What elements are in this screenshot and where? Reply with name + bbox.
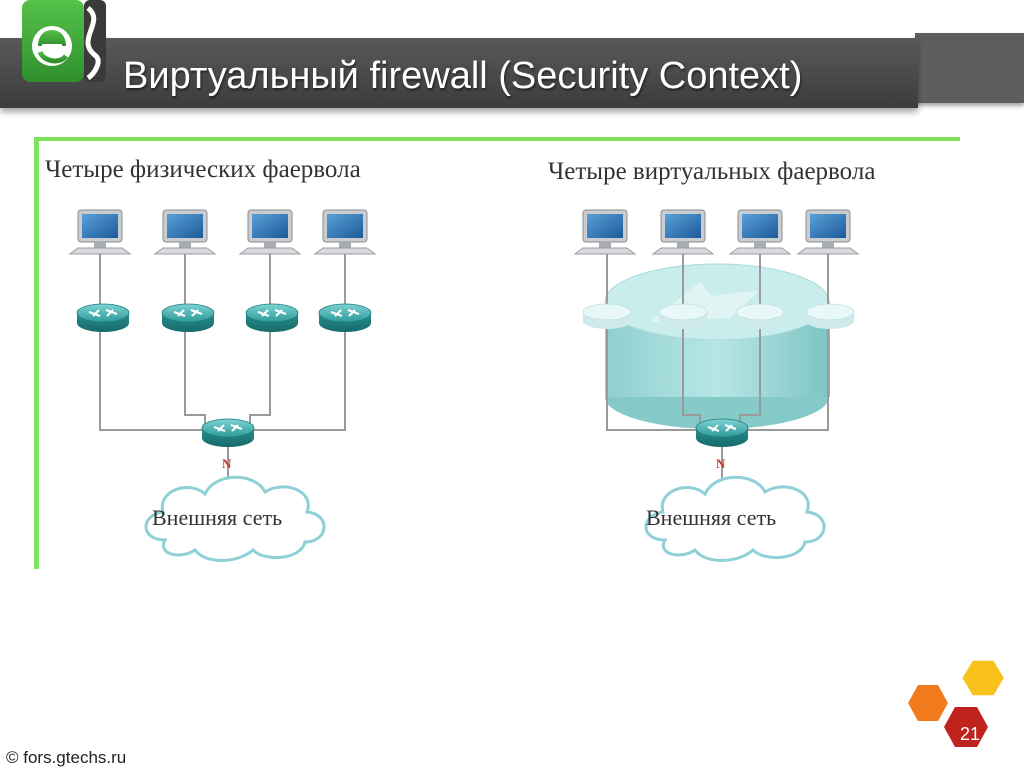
pc-icon [314, 209, 376, 255]
firewall-icon [76, 303, 130, 333]
pc-icon [154, 209, 216, 255]
right-cloud-label: Внешняя сеть [646, 505, 777, 530]
pc-icon [239, 209, 301, 255]
company-logo [22, 0, 106, 82]
firewall-icon [245, 303, 299, 333]
title-bar-accent [915, 33, 1024, 103]
frame-border-top [34, 137, 960, 141]
page-number: 21 [959, 724, 981, 744]
core-router-icon [695, 418, 749, 448]
pc-icon [729, 209, 791, 255]
link-label-right: N [716, 456, 726, 471]
frame-border-left [34, 137, 39, 569]
core-router-icon [201, 418, 255, 448]
firewall-icon [161, 303, 215, 333]
virtual-firewall-icon [582, 303, 632, 330]
left-cloud-label: Внешняя сеть [152, 505, 283, 530]
link-label-left: N [222, 456, 232, 471]
right-caption: Четыре виртуальных фаервола [548, 158, 876, 185]
virtual-firewall-icon [658, 303, 708, 330]
firewall-icon [318, 303, 372, 333]
right-diagram [574, 209, 859, 562]
left-caption: Четыре физических фаервола [45, 156, 361, 183]
hexagon-decoration [908, 660, 1004, 747]
pc-icon [574, 209, 636, 255]
virtual-firewall-icon [805, 303, 855, 330]
virtual-firewall-cylinder-icon [604, 263, 830, 429]
virtual-firewall-icon [735, 303, 785, 330]
pc-icon [69, 209, 131, 255]
left-diagram [69, 209, 376, 562]
pc-icon [797, 209, 859, 255]
footer-copyright: © fors.gtechs.ru [6, 748, 127, 767]
slide-title: Виртуальный firewall (Security Context) [123, 55, 803, 97]
pc-icon [652, 209, 714, 255]
title-bar [0, 38, 918, 108]
